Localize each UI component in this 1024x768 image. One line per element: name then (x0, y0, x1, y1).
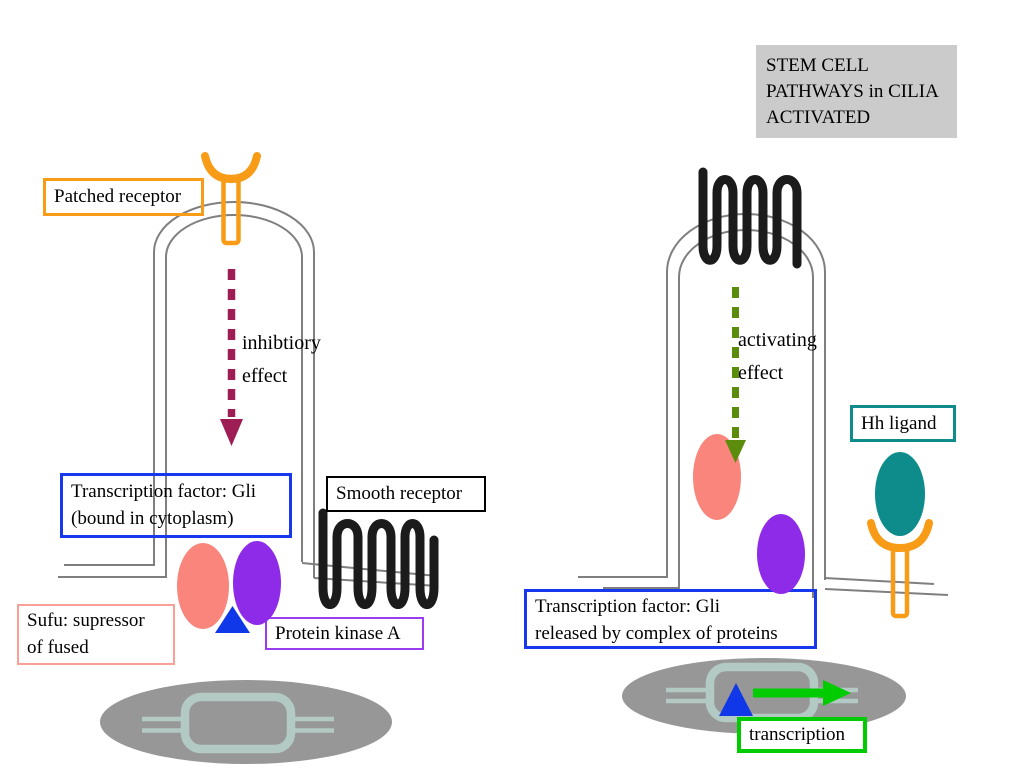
smooth-receptor-label: Smooth receptor (326, 476, 486, 512)
kinase-protein-left (233, 541, 281, 625)
smooth-receptor-serpentine-right (698, 167, 802, 269)
transcription-arrow-head (823, 680, 851, 706)
transcription-label: transcription (737, 717, 867, 753)
hh-ligand-label: Hh ligand (850, 405, 956, 442)
smooth-receptor-serpentine-left (318, 508, 439, 609)
protein-kinase-a-label: Protein kinase A (265, 617, 424, 650)
right-cell-membrane-right (824, 577, 949, 596)
sufu-protein-right (693, 434, 741, 520)
left-dna-strands (142, 716, 334, 733)
right-gene-loop (705, 662, 819, 723)
left-cell-membrane-right (301, 562, 439, 587)
inhibitory-arrow-head (220, 419, 243, 446)
patched-receptor-right-cup (867, 519, 933, 553)
inhibitory-effect-text: inhibtiory effect (242, 332, 321, 387)
left-gene-loop (180, 692, 296, 754)
gli-triangle-left (215, 606, 250, 633)
hh-ligand-protein (875, 452, 925, 536)
left-nucleus (100, 680, 392, 764)
patched-receptor-label: Patched receptor (43, 178, 204, 216)
sufu-label: Sufu: supressor of fused (17, 604, 175, 665)
gli-bound-label: Transcription factor: Gli (bound in cyto… (60, 473, 292, 538)
patched-receptor-right-stalk (890, 545, 910, 619)
kinase-protein-right (757, 514, 805, 594)
activating-arrow-head (725, 440, 746, 463)
right-cilium-membrane-inner (603, 229, 814, 598)
patched-receptor-cup (201, 152, 261, 184)
gli-released-label: Transcription factor: Gli released by co… (524, 589, 817, 649)
sufu-protein-left (177, 543, 229, 629)
right-cilium-membrane-outer (578, 213, 826, 580)
gli-triangle-right (719, 683, 753, 716)
activating-effect-text: activating effect (738, 329, 817, 384)
patched-receptor-stalk (221, 174, 241, 246)
diagram-title: STEM CELL PATHWAYS in CILIA ACTIVATED (756, 45, 957, 138)
right-dna-strands (666, 687, 858, 704)
